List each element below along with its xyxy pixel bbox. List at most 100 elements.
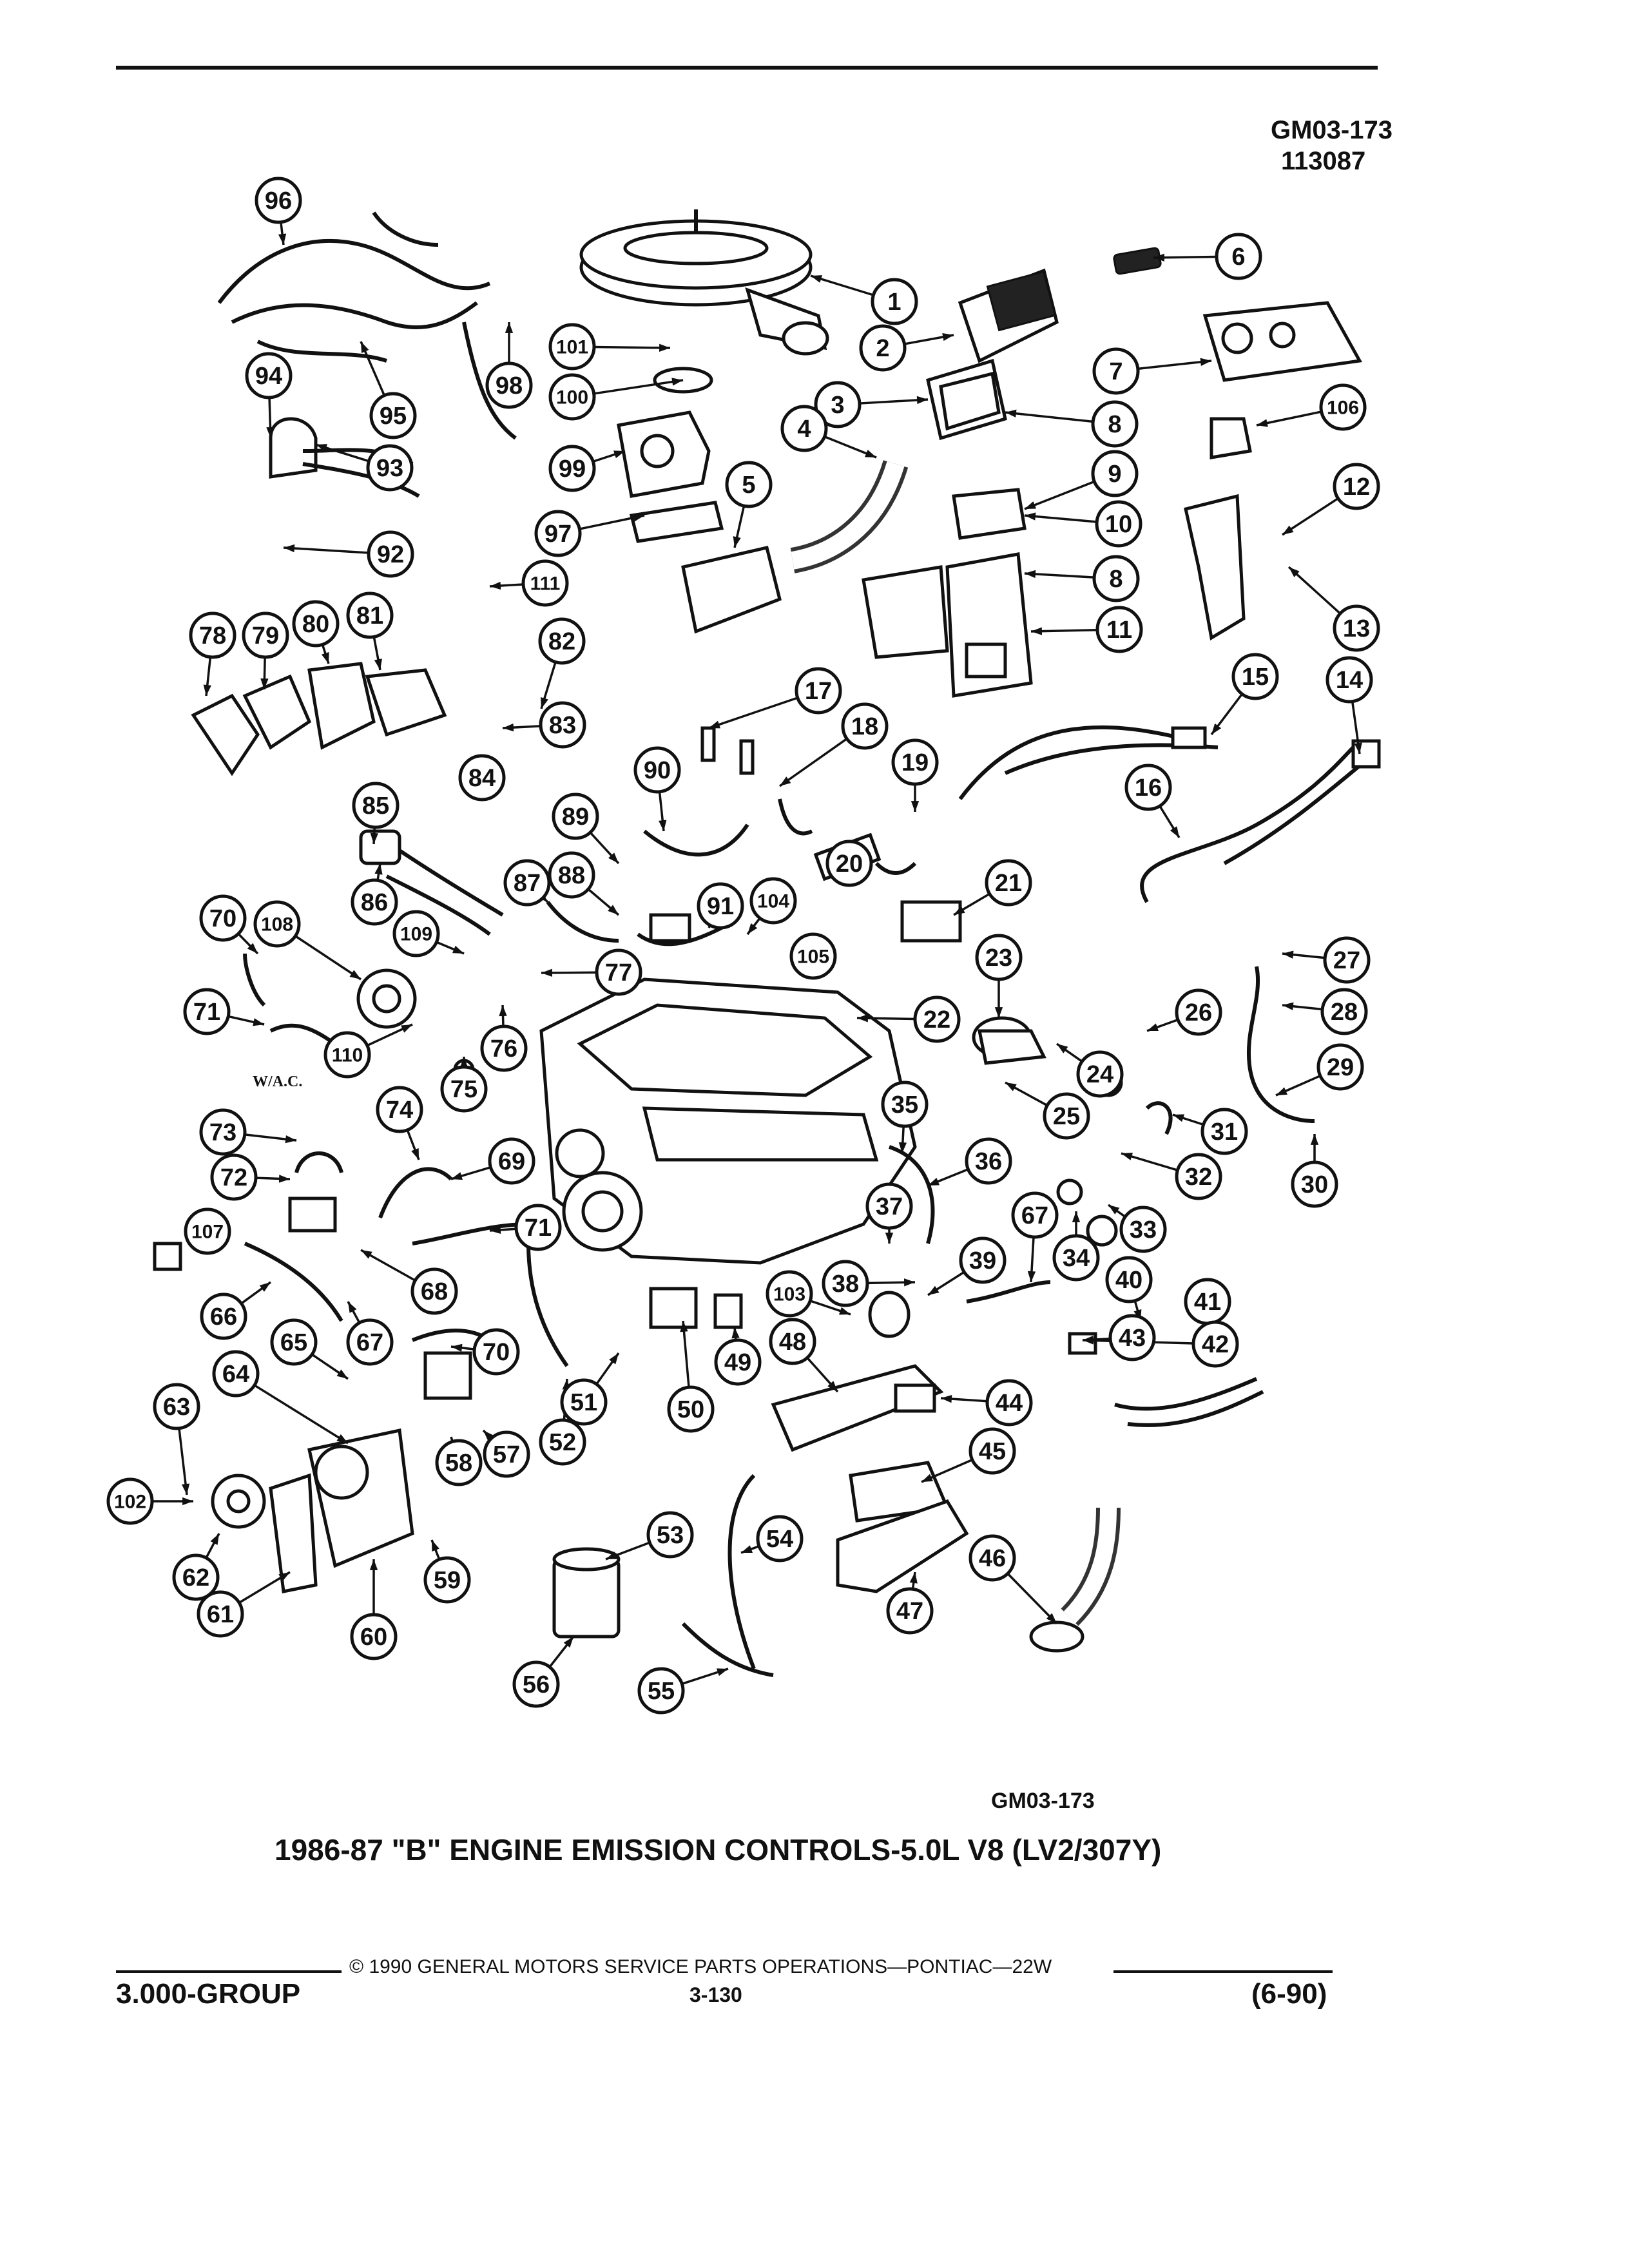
- callout-circle: [1231, 653, 1279, 700]
- footer-rule-right: [1113, 1970, 1333, 1973]
- callout-86: 86: [351, 878, 398, 926]
- callout-number: 96: [265, 187, 292, 215]
- callout-number: 73: [209, 1119, 236, 1146]
- callout-74: 74: [376, 1086, 423, 1133]
- callout-circle: [548, 373, 596, 421]
- callout-number: 78: [199, 622, 226, 649]
- callout-number: 43: [1119, 1325, 1146, 1352]
- callout-number: 89: [562, 803, 589, 831]
- callout-79: 79: [242, 611, 289, 659]
- callout-arrowhead-12: [1282, 525, 1294, 535]
- callout-number: 67: [1021, 1202, 1048, 1229]
- callout-arrowhead-11: [1031, 627, 1043, 635]
- callout-number: 38: [832, 1271, 859, 1298]
- callout-105: 105: [789, 932, 837, 980]
- callout-83: 83: [539, 701, 586, 749]
- callout-arrowhead-70: [247, 943, 258, 954]
- callout-leader-8: [1024, 572, 1095, 579]
- callout-108: 108: [253, 900, 301, 948]
- callout-arrowhead-111: [490, 581, 501, 590]
- callout-leader-101: [593, 345, 671, 349]
- callout-arrowhead-93: [316, 444, 327, 452]
- callout-arrowhead-101: [659, 343, 670, 352]
- callout-circle: [595, 948, 642, 996]
- callout-leader-8: [1005, 411, 1094, 423]
- callout-markers: 1234567891081112131415161718192021222324…: [106, 177, 1380, 1715]
- callout-8: 8: [1091, 400, 1139, 448]
- callout-69: 69: [488, 1137, 535, 1185]
- page-number: 3-130: [689, 1983, 742, 2006]
- callout-arrowhead-99: [613, 450, 625, 459]
- callout-28: 28: [1320, 988, 1368, 1035]
- callout-arrowhead-62: [210, 1533, 219, 1545]
- callout-number: 109: [400, 924, 432, 945]
- callout-arrowhead-53: [606, 1552, 617, 1559]
- callout-8: 8: [1092, 555, 1140, 602]
- callout-number: 83: [549, 712, 576, 739]
- copyright-line: © 1990 GENERAL MOTORS SERVICE PARTS OPER…: [349, 1956, 1052, 1977]
- callout-47: 47: [886, 1587, 934, 1635]
- callout-circle: [1191, 1320, 1239, 1368]
- callout-87: 87: [503, 859, 551, 907]
- callout-72: 72: [210, 1153, 258, 1201]
- diagram-title: 1986-87 "B" ENGINE EMISSION CONTROLS-5.0…: [275, 1833, 1162, 1867]
- callout-leader-64: [253, 1384, 349, 1445]
- small-parts: [153, 726, 1123, 1413]
- callout-circle: [503, 859, 551, 907]
- callout-circle: [539, 1418, 586, 1466]
- callout-arrowhead-85: [370, 832, 379, 844]
- callout-number: 82: [548, 628, 575, 655]
- callout-number: 46: [979, 1545, 1006, 1572]
- callout-circle: [242, 611, 289, 659]
- callout-circle: [534, 510, 582, 557]
- callout-12: 12: [1333, 463, 1380, 510]
- callout-11: 11: [1095, 606, 1143, 653]
- callout-arrowhead-31: [1173, 1114, 1184, 1122]
- callout-101: 101: [548, 323, 596, 370]
- callout-number: 10: [1105, 511, 1132, 538]
- callout-circle: [512, 1660, 560, 1708]
- callout-54: 54: [756, 1515, 804, 1562]
- callout-circle: [1092, 555, 1140, 602]
- callout-circle: [913, 995, 961, 1043]
- callout-52: 52: [539, 1418, 586, 1466]
- callout-number: 50: [677, 1396, 704, 1423]
- carburetor: [617, 367, 724, 543]
- callout-77: 77: [595, 948, 642, 996]
- callout-arrowhead-89: [608, 852, 619, 863]
- callout-leader-18: [778, 738, 848, 787]
- callout-number: 13: [1343, 615, 1370, 642]
- callout-number: 92: [377, 541, 404, 568]
- callout-arrowhead-8: [1005, 409, 1017, 418]
- callout-circle: [270, 1318, 318, 1366]
- callout-number: 71: [193, 999, 220, 1026]
- callout-circle: [366, 444, 414, 492]
- callout-arrowhead-65: [336, 1369, 348, 1379]
- callout-109: 109: [392, 910, 440, 957]
- callout-number: 53: [657, 1522, 684, 1549]
- callout-32: 32: [1175, 1153, 1222, 1200]
- callout-96: 96: [255, 177, 302, 224]
- callout-arrowhead-68: [361, 1250, 372, 1259]
- callout-70: 70: [199, 894, 247, 942]
- callout-73: 73: [199, 1108, 247, 1156]
- callout-arrowhead-21: [954, 906, 965, 915]
- callout-arrowhead-27: [1282, 950, 1294, 959]
- wire-harness-left: [217, 211, 517, 440]
- callout-arrowhead-39: [928, 1285, 940, 1295]
- callout-number: 77: [605, 959, 632, 986]
- callout-arrowhead-37: [885, 1233, 894, 1244]
- callout-25: 25: [1043, 1092, 1090, 1140]
- callout-arrowhead-61: [278, 1572, 290, 1582]
- callout-arrowhead-109: [452, 945, 464, 954]
- callout-circle: [548, 851, 595, 899]
- callout-circle: [1076, 1050, 1124, 1098]
- callout-arrowhead-46: [1046, 1613, 1057, 1624]
- callout-number: 94: [255, 363, 282, 390]
- bracket-106: [1184, 417, 1252, 641]
- callout-number: 48: [779, 1329, 806, 1356]
- callout-81: 81: [346, 591, 394, 639]
- callout-circle: [548, 445, 596, 492]
- callout-circle: [1091, 450, 1139, 497]
